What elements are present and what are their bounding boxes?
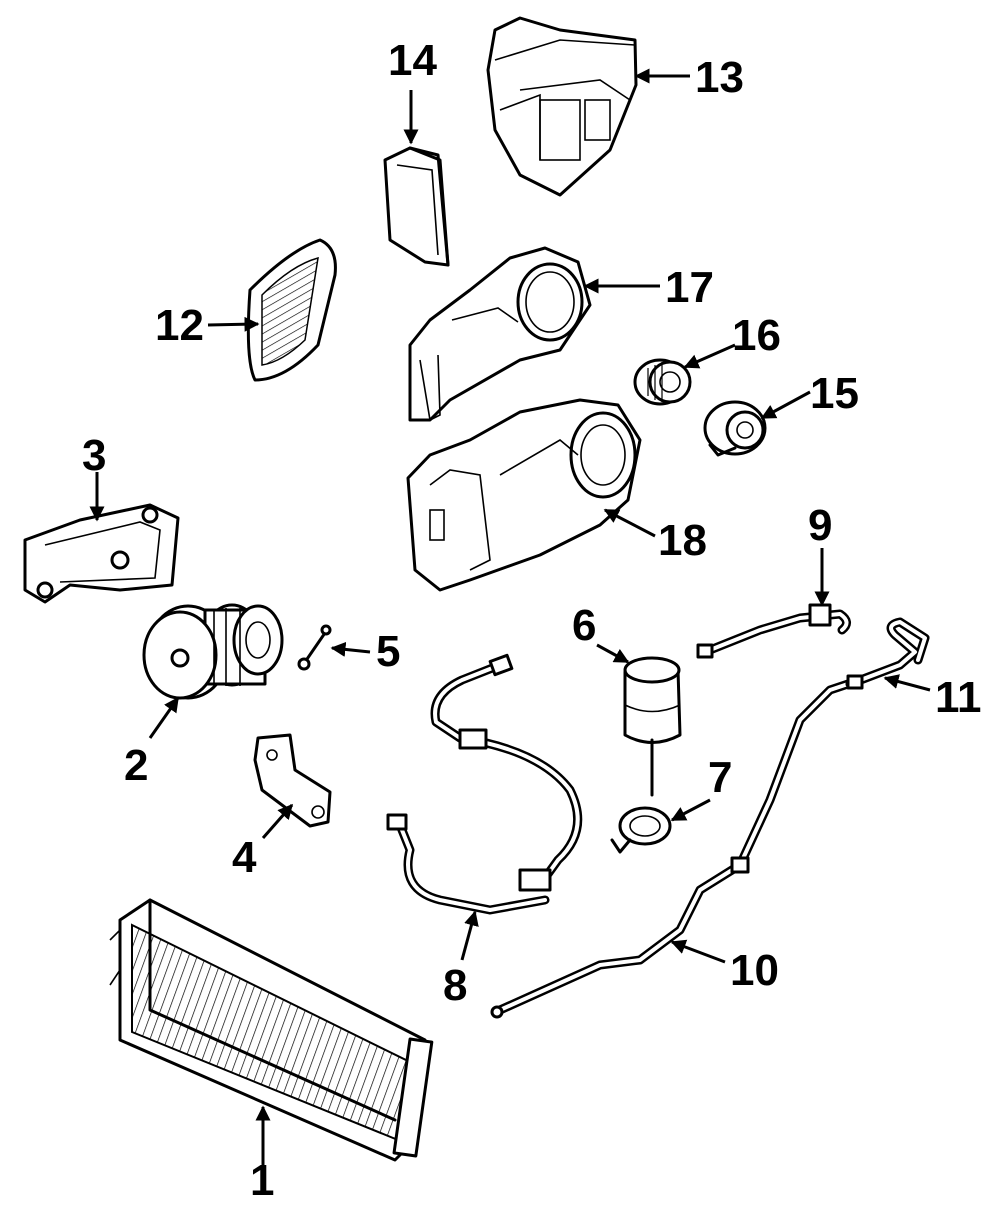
accumulator-clamp-part [610,798,711,854]
callout-12: 12 [155,301,204,350]
callout-2: 2 [124,741,148,790]
callout-16: 16 [732,311,781,360]
callout-15: 15 [810,369,859,418]
callout-10: 10 [730,946,779,995]
lower-blower-case-part [406,398,656,592]
suction-hose-part [696,548,851,659]
bolt-part [297,624,371,671]
callout-18: 18 [658,516,707,565]
callout-13: 13 [695,53,744,102]
compressor-part [142,603,284,739]
callout-7: 7 [708,753,732,802]
callout-9: 9 [808,501,832,550]
hose-assembly-part [386,653,583,961]
blower-wheel-part [633,343,736,406]
callout-11: 11 [935,673,982,722]
condenser-part [109,898,434,1175]
evaporator-case-part [486,16,690,197]
callout-14: 14 [388,36,437,85]
callout-4: 4 [232,833,257,882]
blower-motor-part [703,390,811,457]
callout-3: 3 [82,431,106,480]
support-bracket-part [253,733,332,839]
mounting-bracket-part [23,472,180,604]
callout-6: 6 [572,601,596,650]
mode-door-part [383,90,450,267]
callout-17: 17 [665,263,714,312]
evaporator-line-part [845,617,931,692]
callout-5: 5 [376,627,400,676]
upper-blower-case-part [408,246,660,422]
callout-1: 1 [250,1156,274,1205]
liquid-line-part [490,675,865,1019]
vent-grille-part [207,238,337,382]
callout-8: 8 [443,961,467,1010]
accumulator-part [596,643,682,797]
callout-labels: 1 2 3 4 5 6 7 8 9 10 11 12 13 14 15 16 1… [82,36,982,1205]
